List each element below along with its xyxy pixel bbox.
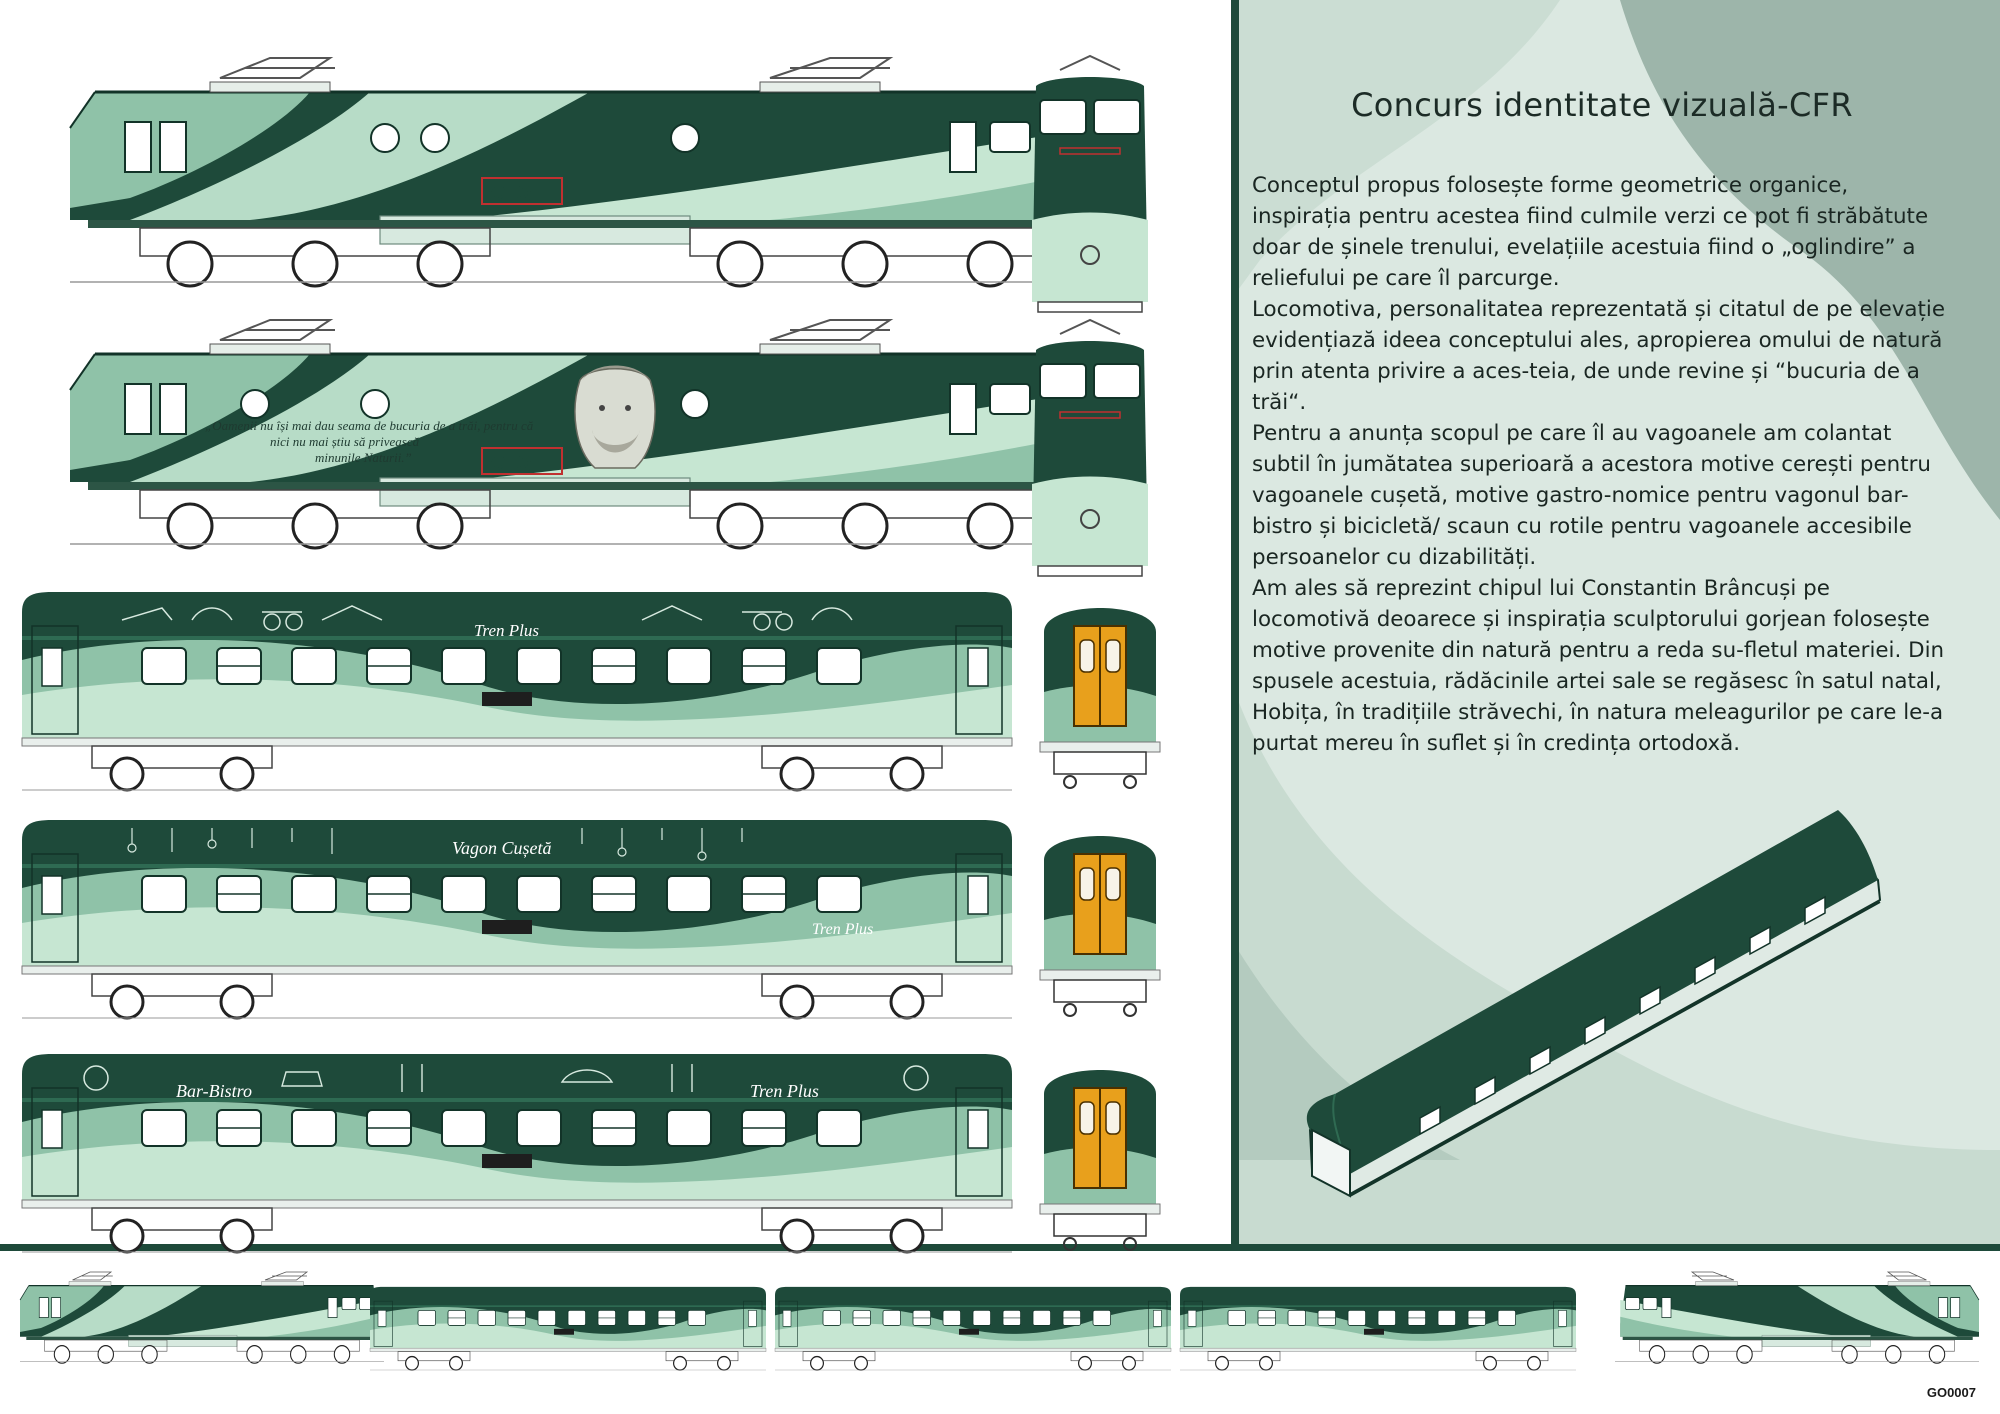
divider-line — [0, 1244, 2000, 1251]
coach-tren-plus: Tren Plus — [20, 590, 1014, 792]
cfr-logo-2: CFR — [490, 453, 532, 475]
panel-title: Concurs identitate vizuală-CFR — [1351, 86, 1853, 124]
coach-bar-bistro: Bar-Bistro Tren Plus — [20, 1052, 1014, 1254]
coach-3-label: Bar-Bistro — [176, 1081, 252, 1101]
entry-code: GO0007 — [1926, 1385, 1976, 1400]
locomotive-front-2 — [1031, 319, 1149, 577]
coach-1-label: Tren Plus — [474, 621, 539, 640]
paragraph-2: Locomotiva, personalitatea reprezentată … — [1252, 297, 1946, 415]
coach-2-label: Vagon Cușetă — [452, 838, 552, 858]
quote-line-2: nici nu mai știu să privească — [270, 434, 420, 449]
coach-3-tren-plus: Tren Plus — [750, 1081, 819, 1101]
paragraph-1: Conceptul propus folosește forme geometr… — [1252, 173, 1929, 291]
quote-line-3: minunile Naturii.” — [315, 450, 412, 465]
isometric-coach — [1306, 810, 1882, 1198]
paragraph-3: Pentru a anunța scopul pe care îl au vag… — [1252, 421, 1931, 570]
quote-line-1: „Oamenii nu își mai dau seama de bucuria… — [205, 418, 534, 433]
coach-vagon-cuseta: Vagon Cușetă Tren Plus — [20, 818, 1014, 1020]
locomotive-side-1: CFR — [68, 56, 1112, 288]
description-panel: Concurs identitate vizuală-CFR Conceptul… — [1252, 86, 1952, 759]
coach-2-tren-plus: Tren Plus — [812, 921, 873, 938]
panel-body: Conceptul propus folosește forme geometr… — [1252, 170, 1952, 759]
locomotive-side-2: „Oamenii nu își mai dau seama de bucuria… — [68, 318, 1112, 550]
paragraph-4: Am ales să reprezint chipul lui Constant… — [1252, 576, 1945, 756]
cfr-logo: CFR — [490, 183, 532, 205]
locomotive-front-1 — [1031, 55, 1149, 313]
brancusi-portrait — [574, 365, 656, 469]
